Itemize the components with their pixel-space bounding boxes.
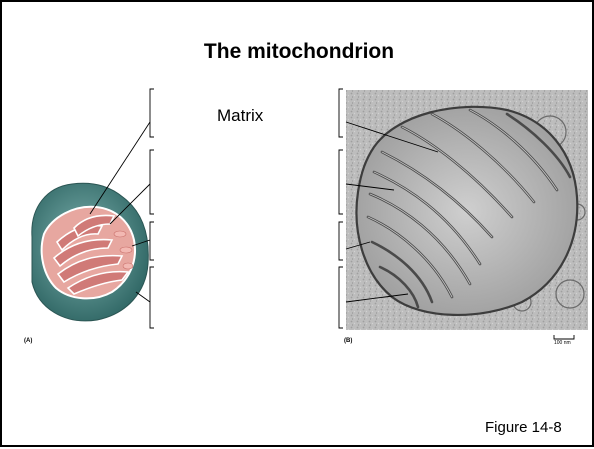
scale-bar (554, 335, 574, 339)
mitochondrion-cutaway-illustration (32, 183, 148, 321)
panel-b-brackets (339, 89, 343, 328)
panel-a-brackets (150, 89, 154, 328)
electron-micrograph (346, 90, 588, 330)
